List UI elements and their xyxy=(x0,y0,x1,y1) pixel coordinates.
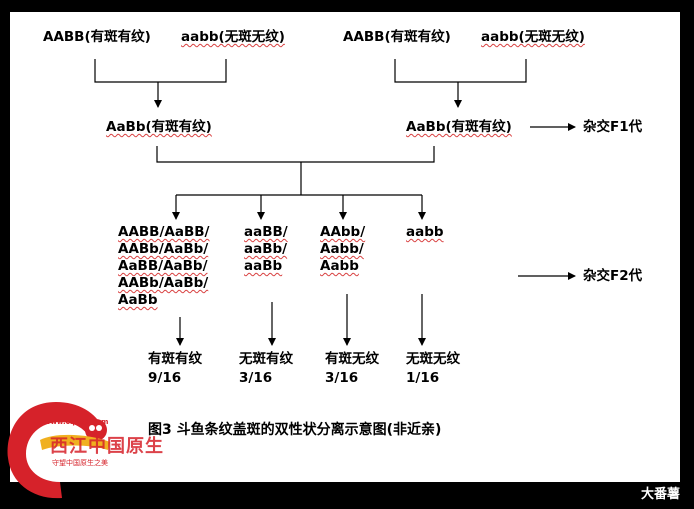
phenotype-ratio: 3/16 xyxy=(239,370,273,386)
watermark-logo: www.cqn30.com 西江中国原生 守望中国原生之美 xyxy=(0,392,180,505)
figure-caption: 图3 斗鱼条纹盖斑的双性状分离示意图(非近亲) xyxy=(148,422,442,438)
phenotype-label: 无斑有纹 xyxy=(239,351,293,367)
author-credit: 大番薯 xyxy=(640,487,680,502)
f1-left-offspring: AaBb(有斑有纹) xyxy=(106,119,212,135)
connector-lines xyxy=(94,59,576,346)
phenotype-label: 无斑无纹 xyxy=(406,351,460,367)
genotype-line: Aabb/ xyxy=(320,241,364,257)
right-parent-recessive: aabb(无斑无纹) xyxy=(481,29,585,45)
f2-genotype-group-2: aaBB/ aaBb/ aaBb xyxy=(244,224,288,275)
f1-generation-label: 杂交F1代 xyxy=(583,119,643,135)
watermark-emblem-icon xyxy=(7,402,110,499)
genotype-line: aaBb xyxy=(244,258,283,274)
genotype-line: aaBb/ xyxy=(244,241,288,257)
f2-phenotype-2: 无斑有纹 3/16 xyxy=(239,350,293,388)
f2-phenotype-3: 有斑无纹 3/16 xyxy=(325,350,379,388)
genotype-line: aabb xyxy=(406,224,444,240)
phenotype-label: 有斑有纹 xyxy=(148,351,202,367)
genotype-line: aaBB/ xyxy=(244,224,288,240)
f2-phenotype-1: 有斑有纹 9/16 xyxy=(148,350,202,388)
f2-genotype-group-1: AABB/AaBB/ AABb/AaBb/ AaBB/AaBb/ AABb/Aa… xyxy=(118,224,209,309)
genotype-line: AABB/AaBB/ xyxy=(118,224,210,240)
left-parent-bracket xyxy=(94,59,227,83)
genotype-line: AaBB/AaBb/ xyxy=(118,258,208,274)
genotype-line: AABb/AaBb/ xyxy=(118,241,209,257)
diagram-panel: AABB(有斑有纹) aabb(无斑无纹) AABB(有斑有纹) aabb(无斑… xyxy=(10,12,680,482)
phenotype-ratio: 1/16 xyxy=(406,370,440,386)
genotype-line: AAbb/ xyxy=(320,224,366,240)
phenotype-ratio: 9/16 xyxy=(148,370,182,386)
watermark-brand: 西江中国原生 xyxy=(50,436,164,457)
genotype-line: AaBb xyxy=(118,292,158,308)
watermark-url: www.cqn30.com xyxy=(44,418,109,426)
f2-genotype-group-3: AAbb/ Aabb/ Aabb xyxy=(320,224,365,275)
right-parent-dominant: AABB(有斑有纹) xyxy=(343,29,451,45)
f2-generation-label: 杂交F2代 xyxy=(583,268,643,284)
f2-genotype-group-4: aabb xyxy=(406,224,444,241)
f1-right-offspring: AaBb(有斑有纹) xyxy=(406,119,512,135)
phenotype-label: 有斑无纹 xyxy=(325,351,379,367)
genotype-line: Aabb xyxy=(320,258,359,274)
watermark-slogan: 守望中国原生之美 xyxy=(52,459,108,467)
right-parent-bracket xyxy=(394,59,527,83)
f2-phenotype-4: 无斑无纹 1/16 xyxy=(406,350,460,388)
phenotype-ratio: 3/16 xyxy=(325,370,359,386)
left-parent-recessive: aabb(无斑无纹) xyxy=(181,29,285,45)
genotype-line: AABb/AaBb/ xyxy=(118,275,209,291)
left-parent-dominant: AABB(有斑有纹) xyxy=(43,29,151,45)
f1-cross-bracket xyxy=(156,146,435,163)
